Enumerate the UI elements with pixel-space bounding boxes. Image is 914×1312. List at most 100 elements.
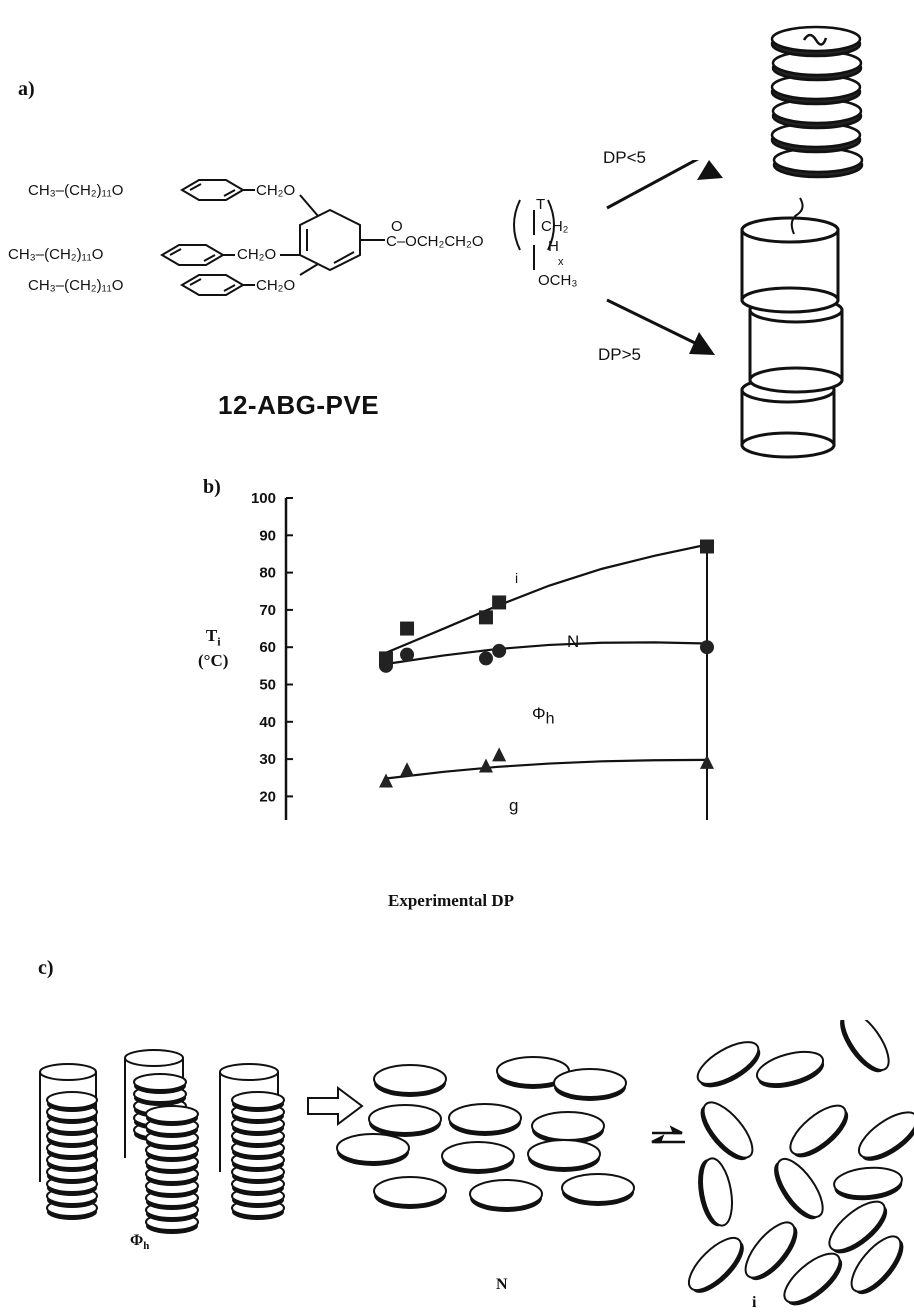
linker-2: CH₂O — [237, 246, 277, 263]
disc-face — [368, 1104, 442, 1134]
disc-face — [789, 1104, 847, 1156]
columnar-stacks — [39, 1049, 285, 1234]
fit-curve-1 — [385, 543, 708, 654]
alkyl-chain-1: CH₃–(CH₂)₁₁O — [28, 182, 124, 199]
phase-label-phi-h: Φh — [130, 1232, 149, 1252]
phase-label-n: N — [496, 1276, 508, 1293]
circle-point — [478, 651, 493, 666]
disc-face — [441, 1141, 515, 1171]
triangle-point — [400, 762, 415, 777]
chemical-structure — [160, 179, 555, 296]
y-axis-subscript: i — [217, 634, 221, 649]
alkyl-chain-2: CH₃–(CH₂)₁₁O — [8, 246, 104, 263]
isotropic-disc — [850, 1235, 904, 1295]
region-phi-sub: h — [545, 710, 555, 728]
phase-phi-sub: h — [143, 1240, 150, 1253]
backbone-h: H — [548, 238, 559, 255]
y-tick-label: 70 — [259, 602, 276, 619]
carbonyl-oxygen: O — [391, 218, 403, 235]
disc-face — [336, 1133, 410, 1163]
square-point — [492, 595, 507, 610]
disc-stack-illustration — [770, 25, 864, 179]
y-axis-symbol: T — [205, 626, 218, 645]
region-label-phi-h: Φh — [532, 704, 554, 728]
disc-face — [46, 1091, 98, 1109]
disc-face — [145, 1105, 199, 1123]
y-tick-label: 50 — [259, 677, 276, 694]
square-point — [400, 621, 415, 636]
disc-face — [776, 1158, 824, 1218]
circle-point — [378, 658, 393, 673]
disc-face — [744, 1221, 796, 1279]
y-tick-label: 30 — [259, 751, 276, 768]
panel-b-label: b) — [203, 476, 221, 498]
disc-face — [531, 1111, 605, 1141]
disc-face — [448, 1103, 522, 1133]
panel-a-label: a) — [18, 78, 35, 100]
disc-face — [527, 1139, 601, 1169]
disc-face — [373, 1064, 447, 1094]
x-axis-title: Experimental DP — [388, 891, 515, 910]
gallate-ring — [299, 208, 361, 272]
isotropic-disc — [696, 1041, 761, 1088]
isotropic-disc — [774, 1158, 824, 1220]
region-label-n: N — [567, 632, 580, 651]
y-tick-label: 20 — [259, 788, 276, 805]
triangle-point — [478, 758, 493, 773]
circle-point — [492, 643, 507, 658]
ester-group: C–OCH₂CH₂O — [386, 233, 484, 250]
phase-transition-illustration — [39, 1020, 914, 1306]
benzene-ring-1 — [180, 179, 245, 201]
isotropic-disc — [828, 1200, 888, 1254]
disc-face — [702, 1101, 754, 1159]
fit-curve-3 — [385, 758, 708, 780]
circle-point — [400, 647, 415, 662]
y-tick-label: 40 — [259, 714, 276, 731]
dp-arrows — [606, 160, 723, 355]
equilibrium-arrows-icon — [651, 1125, 685, 1144]
disc-column — [46, 1091, 98, 1220]
backbone-och3: OCH₃ — [538, 272, 578, 289]
disc-face — [696, 1041, 760, 1085]
y-tick-label: 60 — [259, 639, 276, 656]
disc-face — [842, 1020, 890, 1071]
y-axis-title: Ti (°C) — [198, 626, 228, 670]
isotropic-disc — [744, 1221, 798, 1281]
isotropic-disc — [840, 1020, 890, 1073]
transition-temperature-chart: 01020304050607080901000246810121416 — [251, 490, 714, 820]
arrow-label-dp-high: DP>5 — [598, 345, 641, 364]
disc-face — [561, 1173, 635, 1203]
square-point — [478, 610, 493, 625]
hollow-arrow-icon — [307, 1086, 364, 1126]
region-label-i: i — [515, 570, 519, 586]
region-phi: Φ — [532, 704, 546, 723]
disc-face — [688, 1237, 742, 1291]
nematic-discs — [336, 1056, 635, 1212]
triangle-point — [700, 754, 714, 769]
linker-1: CH₂O — [256, 182, 296, 199]
column-top — [219, 1063, 279, 1081]
linker-3: CH₂O — [256, 277, 296, 294]
disc-face — [850, 1235, 902, 1293]
benzene-ring-2 — [160, 244, 225, 266]
disc-face — [755, 1050, 825, 1086]
circle-point — [700, 640, 714, 655]
square-point — [700, 539, 714, 554]
region-label-g: g — [509, 796, 519, 815]
isotropic-disc — [783, 1252, 843, 1306]
triangle-point — [378, 773, 393, 788]
triangle-point — [492, 747, 507, 762]
disc-face — [469, 1179, 543, 1209]
disc-face — [833, 1166, 903, 1198]
column-stack-illustration — [740, 197, 844, 459]
disc-column — [231, 1091, 285, 1220]
column-top — [124, 1049, 184, 1067]
fit-curves — [385, 543, 708, 780]
arrow-label-dp-low: DP<5 — [603, 148, 646, 167]
isotropic-disc — [688, 1237, 744, 1293]
phase-label-i: i — [752, 1294, 757, 1311]
disc-face — [783, 1252, 841, 1304]
y-tick-label: 80 — [259, 565, 276, 582]
panel-c-label: c) — [38, 957, 54, 979]
backbone-ch2: CH₂ — [541, 218, 569, 235]
